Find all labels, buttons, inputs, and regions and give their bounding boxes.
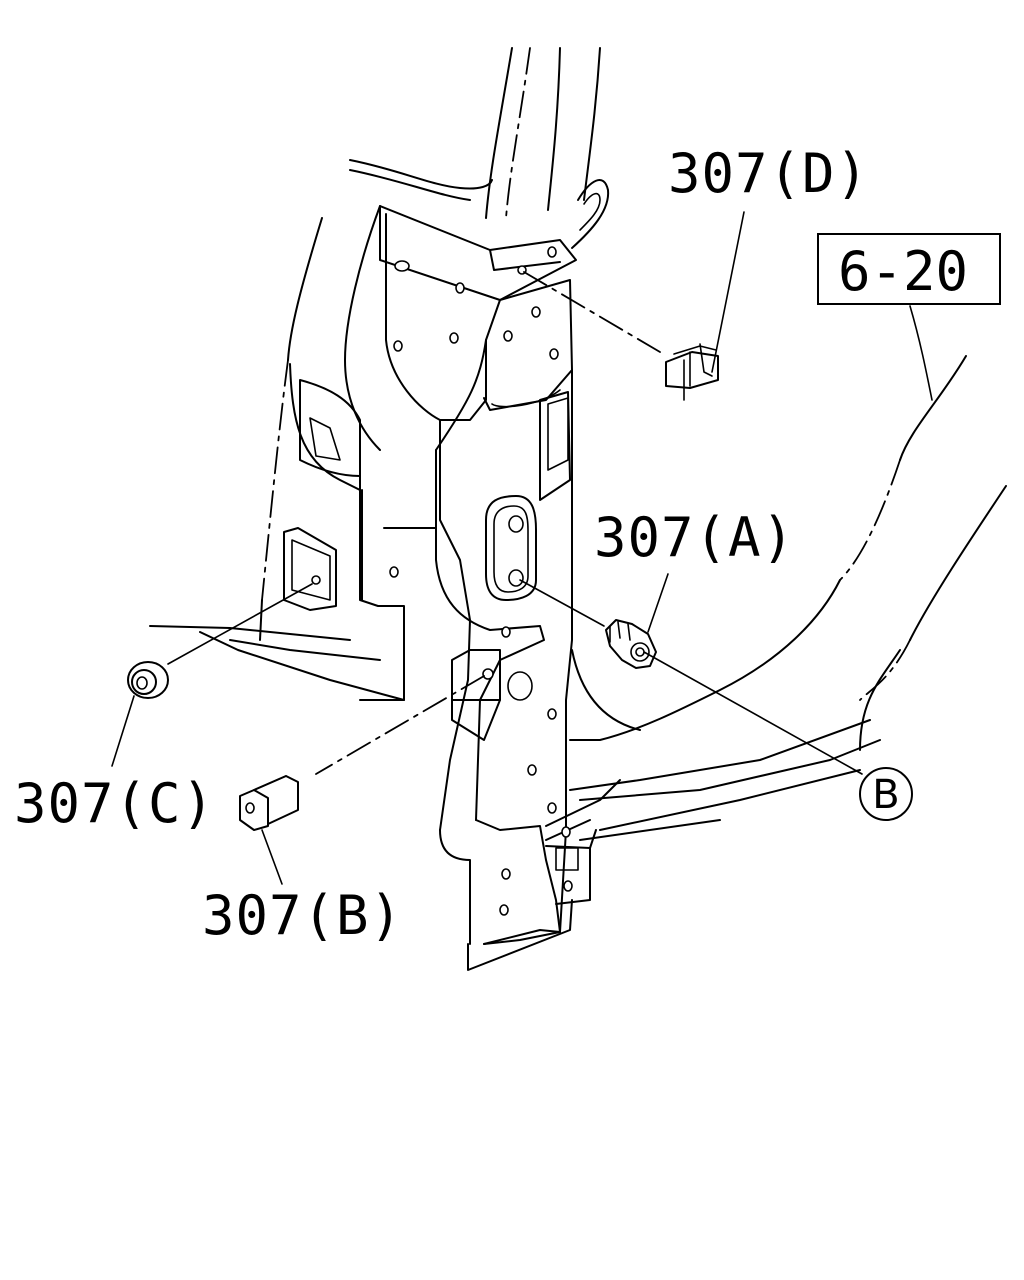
clip-a-icon xyxy=(605,619,657,669)
reference-box-label: 6-20 xyxy=(838,240,968,303)
leader-lines xyxy=(111,211,933,885)
upper-pillar xyxy=(349,47,610,249)
attachment-lines xyxy=(167,271,661,775)
callout-307-b: 307(B) xyxy=(202,884,403,947)
nut-b-icon xyxy=(239,775,299,831)
callout-307-d: 307(D) xyxy=(668,142,869,205)
reference-box xyxy=(817,233,1001,305)
clip-d-icon xyxy=(665,343,719,401)
callout-307-c: 307(C) xyxy=(14,772,215,835)
left-panel xyxy=(149,217,437,701)
b-pillar-body xyxy=(344,205,621,971)
circle-marker xyxy=(859,767,913,821)
callout-307-a: 307(A) xyxy=(594,506,795,569)
circle-marker-label: B xyxy=(872,772,899,818)
body-holes xyxy=(311,246,573,916)
right-panel xyxy=(569,355,1007,841)
grommet-c-icon xyxy=(127,661,169,699)
